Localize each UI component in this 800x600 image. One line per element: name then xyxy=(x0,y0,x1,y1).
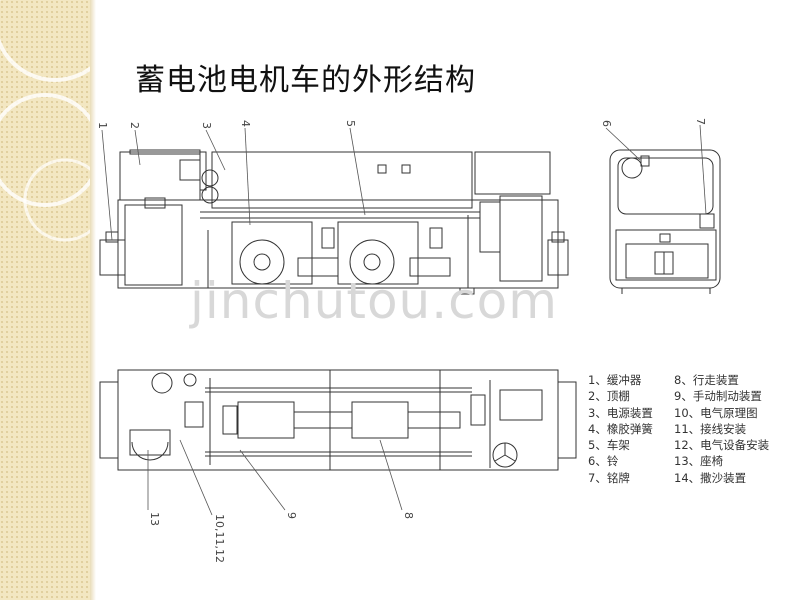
slide-title: 蓄电池电机车的外形结构 xyxy=(135,63,476,98)
callout-10-11-12: 10,11,12 xyxy=(213,514,226,563)
callout-2: 2 xyxy=(128,122,141,129)
plan-view xyxy=(99,369,577,471)
callout-13: 13 xyxy=(148,512,161,526)
callout-7: 7 xyxy=(694,118,707,125)
callout-6: 6 xyxy=(600,120,613,127)
callout-3: 3 xyxy=(200,122,213,129)
end-view xyxy=(609,149,721,294)
callout-9: 9 xyxy=(285,512,298,519)
legend-item: 6、铃 xyxy=(588,454,619,469)
callout-1: 1 xyxy=(96,122,109,129)
callout-4: 4 xyxy=(239,120,252,127)
legend-item: 5、车架 xyxy=(588,438,630,453)
legend-item: 2、顶棚 xyxy=(588,389,630,404)
decorative-circles xyxy=(0,0,90,242)
watermark: jinchutou.com xyxy=(190,272,558,330)
legend-item: 1、缓冲器 xyxy=(588,373,642,387)
band-edge xyxy=(90,0,96,600)
legend-item: 7、铭牌 xyxy=(588,470,630,485)
legend-item: 14、撒沙装置 xyxy=(674,470,747,485)
side-view xyxy=(99,149,569,295)
callout-5: 5 xyxy=(344,120,357,127)
legend-column-left: 1、缓冲器 2、顶棚 3、电源装置 4、橡胶弹簧 5、车架 6、铃 7、铭牌 xyxy=(588,372,698,486)
legend-item: 9、手动制动装置 xyxy=(674,389,762,404)
legend-item: 3、电源装置 xyxy=(588,405,653,420)
legend-item: 12、电气设备安装 xyxy=(674,438,770,453)
legend-item: 10、电气原理图 xyxy=(674,405,758,420)
callout-numbers: 1 2 3 4 5 6 7 13 10,11,12 9 8 xyxy=(96,118,707,563)
legend-item: 13、座椅 xyxy=(674,454,724,469)
callout-8: 8 xyxy=(402,512,415,519)
callout-leaders xyxy=(101,124,707,516)
legend-item: 11、接线安装 xyxy=(674,421,747,436)
decorative-left-band xyxy=(0,0,90,600)
legend-item: 8、行走装置 xyxy=(674,373,739,387)
legend-item: 4、橡胶弹簧 xyxy=(588,421,653,436)
legend-column-right: 8、行走装置 9、手动制动装置 10、电气原理图 11、接线安装 12、电气设备… xyxy=(674,372,800,486)
